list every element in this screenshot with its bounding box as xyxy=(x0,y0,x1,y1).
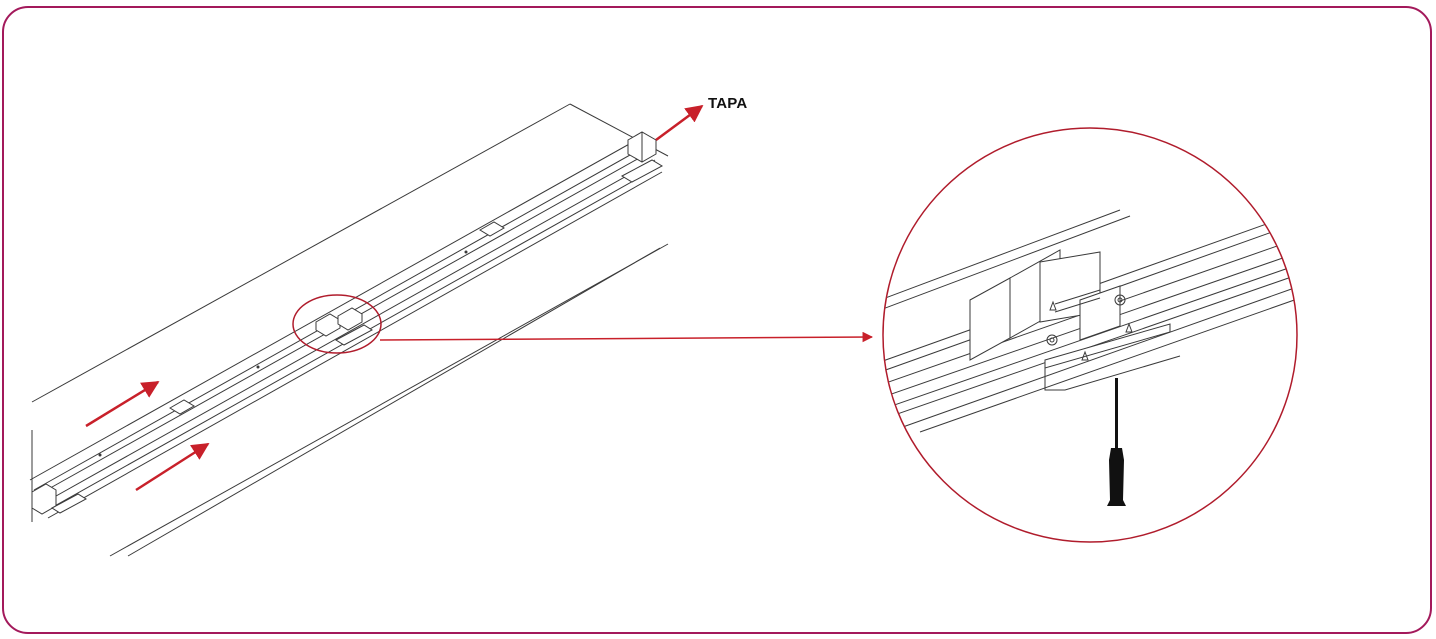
rail-end-cap-right xyxy=(620,131,664,183)
rail-clip xyxy=(169,221,505,415)
rail-end-cap-left xyxy=(31,483,87,515)
arrow-right-icon xyxy=(655,104,704,142)
magnifier-circle xyxy=(882,127,1298,543)
highlight-ellipse xyxy=(292,294,382,354)
screwdriver-icon xyxy=(1107,378,1126,506)
cap-label: TAPA xyxy=(708,95,748,112)
rail-screw-holes xyxy=(98,250,468,457)
arrow-right-icon xyxy=(85,380,160,428)
callout-connector xyxy=(379,331,874,343)
diagram-frame xyxy=(2,6,1432,634)
arrow-right-icon xyxy=(135,442,210,492)
panel-outline xyxy=(31,103,669,557)
